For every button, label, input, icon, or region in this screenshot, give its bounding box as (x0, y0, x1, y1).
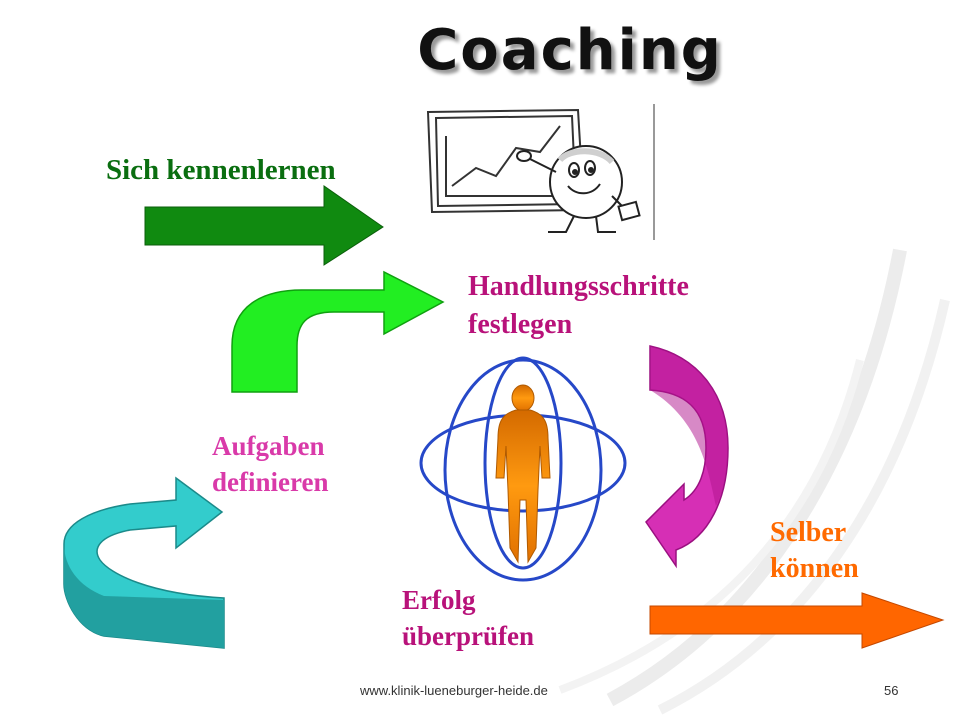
slide-title: Coaching (417, 18, 723, 83)
label-sich-kennenlernen: Sich kennenlernen (106, 152, 336, 188)
label-aufgaben-definieren: Aufgaben definieren (212, 428, 329, 500)
label-line: Selber (770, 517, 847, 548)
label-line: überprüfen (402, 621, 535, 651)
label-line: Aufgaben (212, 431, 325, 461)
label-line: Erfolg (402, 585, 476, 615)
label-selber-koennen: Selber können (770, 515, 859, 587)
page-number: 56 (884, 683, 899, 698)
label-line: definieren (212, 467, 329, 497)
footer-url: www.klinik-lueneburger-heide.de (360, 683, 548, 698)
label-handlungsschritte-festlegen: Handlungsschritte festlegen (468, 268, 689, 344)
label-line: Sich kennenlernen (106, 154, 336, 186)
label-line: festlegen (468, 309, 573, 340)
label-erfolg-ueberpruefen: Erfolg überprüfen (402, 582, 534, 654)
label-line: können (770, 553, 859, 584)
label-line: Handlungsschritte (468, 271, 689, 302)
